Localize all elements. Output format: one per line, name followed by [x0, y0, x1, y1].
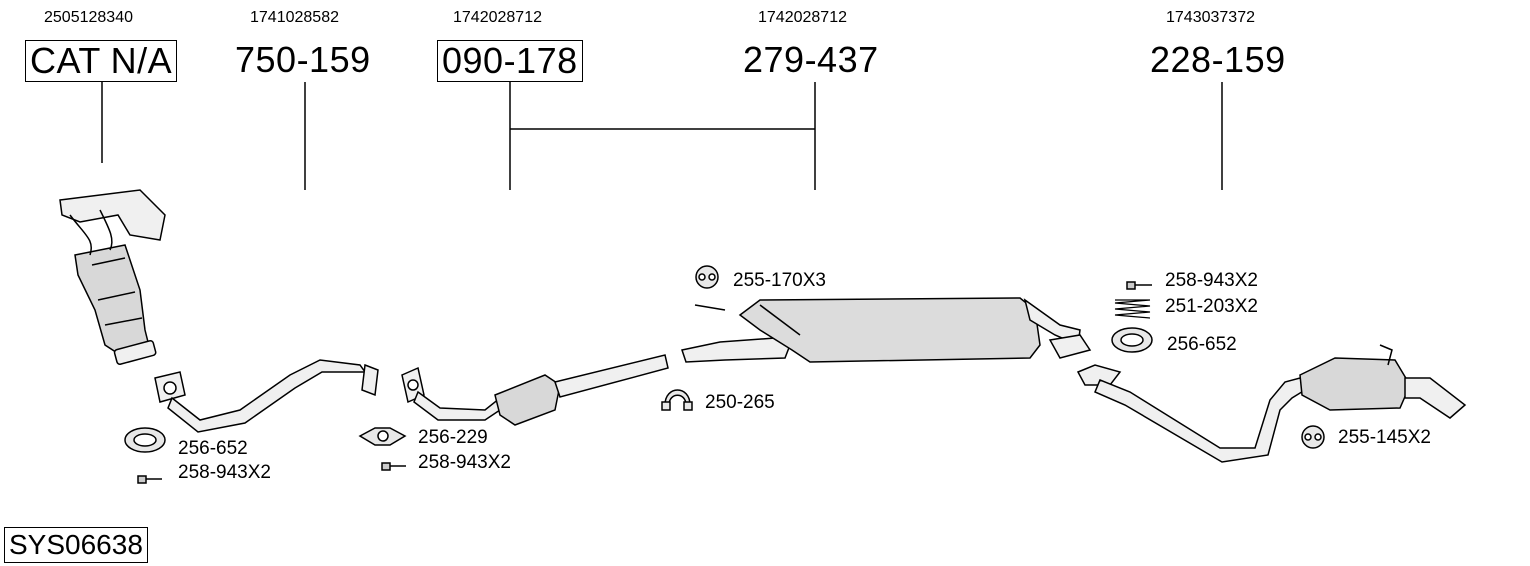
part-number-279-437: 279-437 — [743, 39, 879, 80]
part-number-750-159: 750-159 — [235, 39, 371, 80]
accessory-label-spring: 251-203X2 — [1165, 296, 1258, 317]
accessory-label-gasket-1: 256-652 — [178, 438, 248, 459]
bolt-icon-2 — [381, 462, 406, 471]
part-number-cat: CAT N/A — [25, 40, 178, 82]
intermediate-pipe-drawing — [401, 354, 669, 426]
rubber-mount-icon-2 — [1301, 425, 1325, 449]
gasket-icon-1 — [124, 427, 166, 453]
accessory-label-gasket-3: 256-652 — [1167, 334, 1237, 355]
accessory-label-bolt-2: 258-943X2 — [418, 452, 511, 473]
tail-pipe-drawing — [1076, 344, 1467, 463]
oem-number-090-178: 1742028712 — [453, 9, 542, 26]
part-number-090-178: 090-178 — [437, 40, 583, 82]
rear-muffler-drawing — [681, 297, 1092, 363]
oem-number-cat: 2505128340 — [44, 9, 133, 26]
accessory-label-rubber-mount-2: 255-145X2 — [1338, 427, 1431, 448]
oem-number-279-437: 1742028712 — [758, 9, 847, 26]
accessory-label-rubber-mount-1: 255-170X3 — [733, 270, 826, 291]
gasket-icon-2 — [358, 427, 407, 446]
oem-number-750-159: 1741028582 — [250, 9, 339, 26]
accessory-label-bolt-3: 258-943X2 — [1165, 270, 1258, 291]
oem-number-228-159: 1743037372 — [1166, 9, 1255, 26]
front-pipe-drawing — [154, 359, 379, 433]
bolt-icon-1 — [137, 475, 162, 484]
part-number-228-159: 228-159 — [1150, 39, 1286, 80]
manifold-catalyst-drawing — [59, 189, 166, 365]
bolt-icon-3 — [1126, 281, 1152, 290]
rubber-mount-icon-1 — [695, 265, 719, 289]
accessory-label-bolt-1: 258-943X2 — [178, 462, 271, 483]
clamp-icon — [661, 389, 693, 411]
system-code-label: SYS06638 — [4, 527, 148, 563]
accessory-label-clamp: 250-265 — [705, 392, 775, 413]
gasket-icon-3 — [1111, 327, 1153, 353]
spring-icon — [1114, 299, 1151, 319]
accessory-label-gasket-2: 256-229 — [418, 427, 488, 448]
